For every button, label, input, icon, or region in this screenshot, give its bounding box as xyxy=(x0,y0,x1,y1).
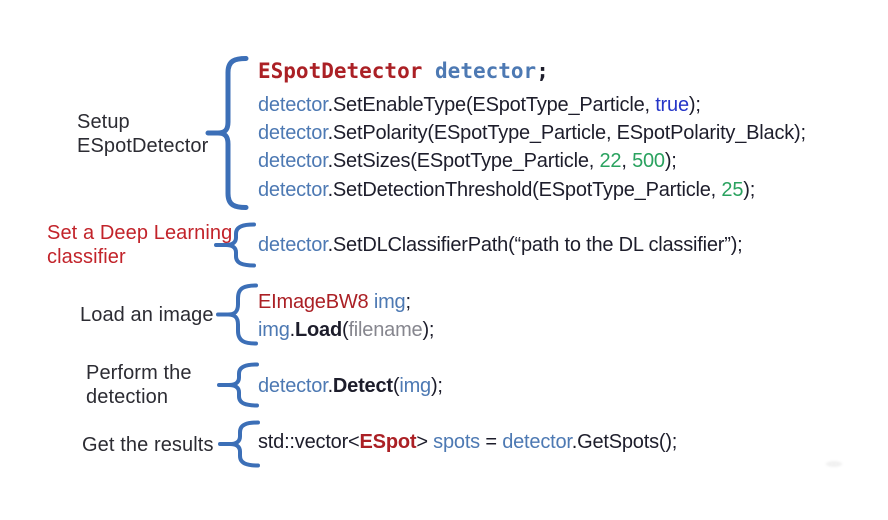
code-token: ); xyxy=(430,375,443,397)
code-token: detector xyxy=(502,431,572,453)
label-line: Load an image xyxy=(80,304,214,326)
code-line: std::vector<ESpot> spots = detector.GetS… xyxy=(258,429,677,455)
curly-brace-icon xyxy=(205,56,249,210)
code-token: ; xyxy=(405,291,411,313)
curly-brace-icon xyxy=(217,362,259,408)
code-line: detector.SetSizes(ESpotType_Particle, 22… xyxy=(258,148,677,174)
code-token: img xyxy=(373,291,406,313)
code-token: img xyxy=(399,375,431,397)
code-token: .GetSpots(); xyxy=(571,431,678,453)
code-token: ESpotDetector xyxy=(258,59,423,83)
code-token: spots xyxy=(433,431,480,453)
code-token: .SetPolarity(ESpotType_Particle, ESpotPo… xyxy=(327,122,807,144)
code-token: . xyxy=(289,319,296,341)
code-token: ( xyxy=(341,319,349,341)
code-token: > xyxy=(416,431,434,453)
code-token: Detect xyxy=(332,375,393,397)
label-line: Set a Deep Learning xyxy=(47,222,233,244)
code-token: ( xyxy=(392,375,400,397)
label-line: detection xyxy=(86,386,169,408)
code-token: .SetEnableType(ESpotType_Particle, xyxy=(327,94,656,116)
code-token: detector xyxy=(258,375,328,397)
code-token: .SetSizes(ESpotType_Particle, xyxy=(327,150,600,172)
code-token: .SetDLClassifierPath(“path to the DL cla… xyxy=(327,234,743,256)
code-token: ); xyxy=(743,179,756,201)
code-token: = xyxy=(479,431,503,453)
curly-brace-icon xyxy=(216,283,258,346)
label-line: classifier xyxy=(47,246,126,268)
code-token: , xyxy=(621,150,633,172)
code-token: 25 xyxy=(721,179,744,201)
label-line: Get the results xyxy=(82,434,214,456)
code-token: .SetDetectionThreshold(ESpotType_Particl… xyxy=(327,179,722,201)
code-token: . xyxy=(327,375,334,397)
label-load-an-image: Load an image xyxy=(80,303,214,327)
code-token: EImageBW8 xyxy=(258,291,369,313)
code-token: detector xyxy=(258,122,328,144)
code-token: detector xyxy=(258,179,328,201)
label-get-the-results: Get the results xyxy=(82,433,214,457)
code-token: ); xyxy=(688,94,701,116)
code-token: img xyxy=(258,319,290,341)
code-token: detector xyxy=(258,234,328,256)
code-token: ); xyxy=(664,150,677,172)
code-token: detector xyxy=(258,150,328,172)
code-token: 500 xyxy=(632,150,665,172)
code-token: ); xyxy=(422,319,435,341)
code-line: detector.SetDLClassifierPath(“path to th… xyxy=(258,232,743,258)
code-line: detector.SetPolarity(ESpotType_Particle,… xyxy=(258,120,806,146)
code-token: Load xyxy=(295,319,342,341)
label-line: Perform the xyxy=(86,362,192,384)
code-token: detector xyxy=(258,94,328,116)
label-line: ESpotDetector xyxy=(77,135,209,157)
code-token: 22 xyxy=(599,150,622,172)
code-token: filename xyxy=(348,319,423,341)
code-token xyxy=(422,59,435,83)
code-line: detector.SetDetectionThreshold(ESpotType… xyxy=(258,177,755,203)
code-token: true xyxy=(655,94,689,116)
code-line: img.Load(filename); xyxy=(258,317,434,343)
code-token: ; xyxy=(536,59,549,83)
curly-brace-icon xyxy=(218,420,260,468)
curly-brace-icon xyxy=(214,222,256,268)
code-token: ESpot xyxy=(359,431,417,453)
code-line: detector.SetEnableType(ESpotType_Particl… xyxy=(258,92,701,118)
code-token: detector xyxy=(435,59,537,83)
smudge-mark xyxy=(826,461,842,467)
label-line: Setup xyxy=(77,111,130,133)
code-line: ESpotDetector detector; xyxy=(258,58,549,84)
code-token: std::vector< xyxy=(258,431,360,453)
code-line: EImageBW8 img; xyxy=(258,289,411,315)
code-line: detector.Detect(img); xyxy=(258,373,443,399)
